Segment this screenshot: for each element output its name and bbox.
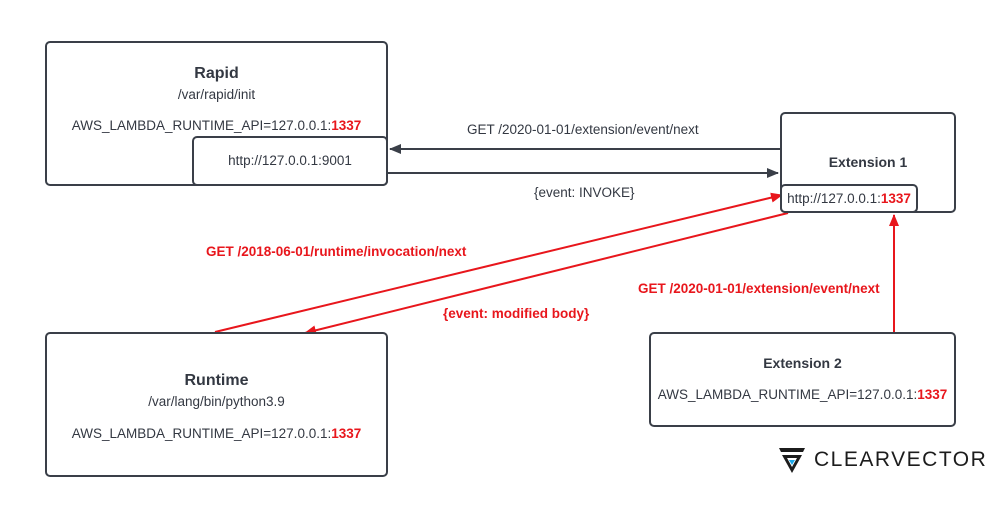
rapid-env: AWS_LAMBDA_RUNTIME_API=127.0.0.1:1337 <box>47 118 386 133</box>
label-rapid-to-ext1: {event: INVOKE} <box>534 185 635 200</box>
extension2-box: Extension 2 AWS_LAMBDA_RUNTIME_API=127.0… <box>649 332 956 427</box>
rapid-env-port: 1337 <box>331 118 362 133</box>
extension1-endpoint: http://127.0.0.1:1337 <box>782 191 916 206</box>
runtime-env-prefix: AWS_LAMBDA_RUNTIME_API=127.0.0.1: <box>71 426 332 441</box>
extension2-env-prefix: AWS_LAMBDA_RUNTIME_API=127.0.0.1: <box>657 387 918 402</box>
extension2-title: Extension 2 <box>763 355 842 371</box>
extension1-endpoint-port: 1337 <box>880 191 911 206</box>
runtime-env-port: 1337 <box>331 426 362 441</box>
extension2-env: AWS_LAMBDA_RUNTIME_API=127.0.0.1:1337 <box>651 387 954 402</box>
label-ext1-to-rapid: GET /2020-01-01/extension/event/next <box>467 122 699 137</box>
arrow-runtime-to-ext1 <box>214 192 783 333</box>
runtime-path: /var/lang/bin/python3.9 <box>148 394 285 409</box>
arrow-ext1-to-runtime <box>304 212 789 336</box>
runtime-env: AWS_LAMBDA_RUNTIME_API=127.0.0.1:1337 <box>47 426 386 441</box>
rapid-endpoint: http://127.0.0.1:9001 <box>228 153 352 168</box>
clearvector-logo: CLEARVECTOR <box>778 446 987 474</box>
label-runtime-to-ext1: GET /2018-06-01/runtime/invocation/next <box>206 244 467 259</box>
extension2-env-port: 1337 <box>917 387 948 402</box>
rapid-title: Rapid <box>194 65 239 82</box>
runtime-title: Runtime <box>184 372 249 389</box>
runtime-box: Runtime /var/lang/bin/python3.9 AWS_LAMB… <box>45 332 388 477</box>
rapid-path: /var/rapid/init <box>177 87 256 102</box>
rapid-endpoint-box: http://127.0.0.1:9001 <box>192 136 388 186</box>
clearvector-logo-icon <box>779 448 805 473</box>
extension1-title: Extension 1 <box>828 154 908 170</box>
label-ext2-to-ext1: GET /2020-01-01/extension/event/next <box>638 281 880 296</box>
extension1-endpoint-box: http://127.0.0.1:1337 <box>780 184 918 213</box>
rapid-box: Rapid /var/rapid/init AWS_LAMBDA_RUNTIME… <box>45 41 388 186</box>
rapid-env-prefix: AWS_LAMBDA_RUNTIME_API=127.0.0.1: <box>71 118 332 133</box>
label-ext1-to-runtime: {event: modified body} <box>443 306 590 321</box>
clearvector-logo-text: CLEARVECTOR <box>814 448 988 471</box>
extension1-endpoint-prefix: http://127.0.0.1: <box>787 191 881 206</box>
